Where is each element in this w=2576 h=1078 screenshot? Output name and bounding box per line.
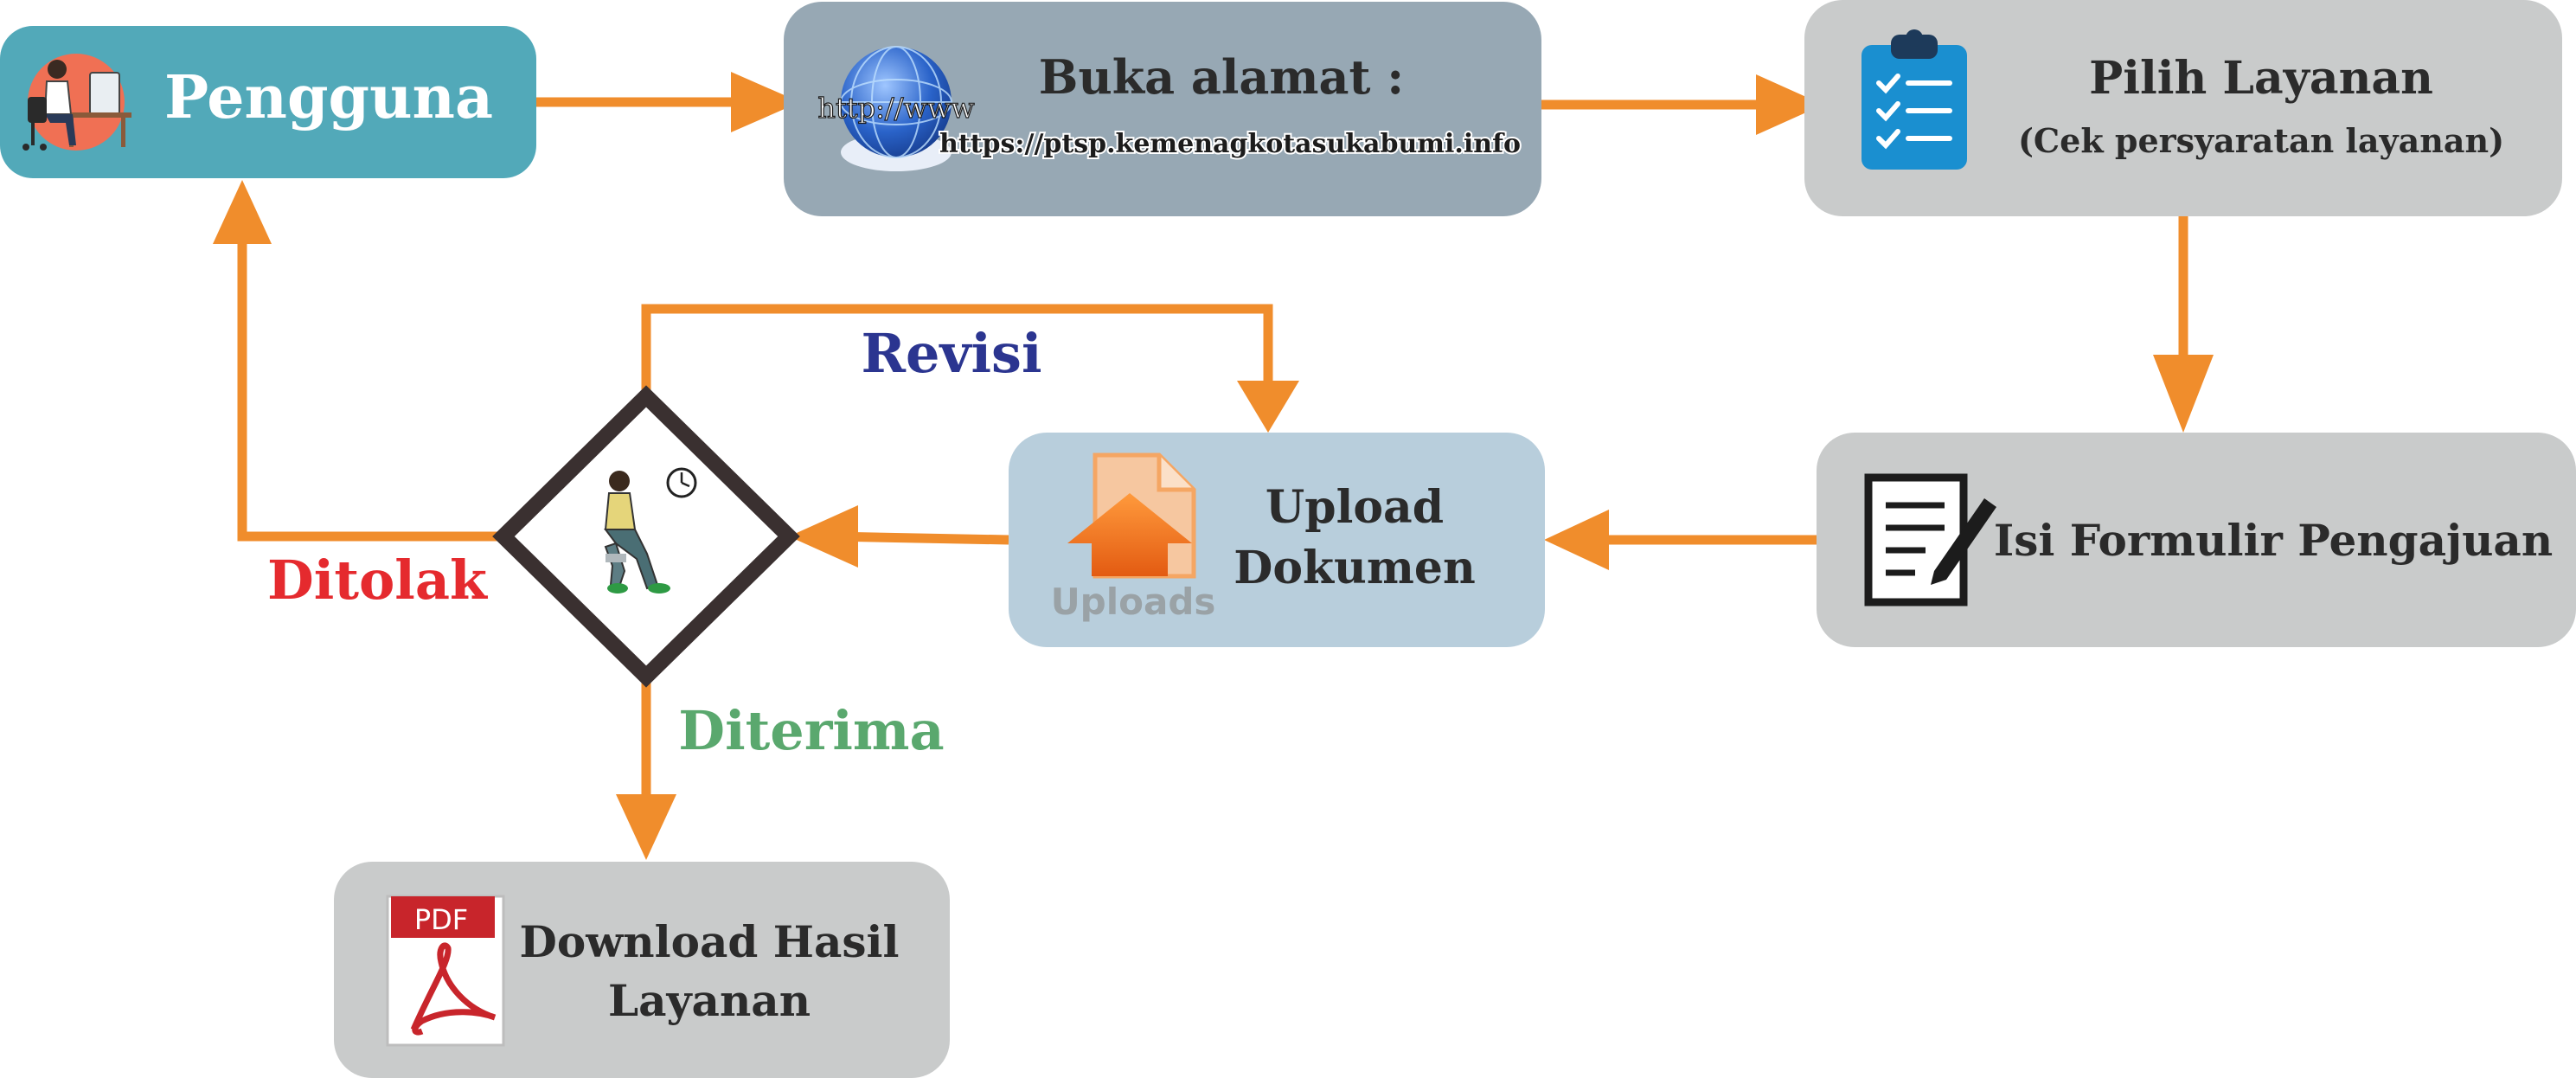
globe-www-icon: http://www [817, 46, 975, 171]
arrowhead-to-decision [789, 505, 858, 568]
clipboard-checklist-icon [1862, 29, 1967, 170]
person-at-computer-icon [22, 54, 131, 151]
arrowhead-to-upload [1544, 510, 1609, 570]
decision-diamond [492, 385, 800, 688]
arrowhead-revisi [1237, 381, 1299, 433]
label-diterima: Diterima [678, 699, 944, 762]
node-pilih-layanan [1804, 0, 2562, 216]
arrowhead-ditolak [213, 180, 272, 244]
arrow-revisi-loop [641, 304, 1273, 396]
form-edit-icon [1864, 473, 1996, 606]
node-pilih-layanan-subtitle: (Cek persyaratan layanan) [2018, 121, 2504, 160]
node-upload-line2: Dokumen [1234, 542, 1476, 594]
node-pengguna [0, 26, 536, 178]
connectors [237, 97, 2188, 805]
arrowhead-diterima [616, 794, 676, 860]
waiting-person-icon [604, 471, 670, 594]
arrowhead-to-pilih [1756, 74, 1823, 135]
node-buka-alamat-title: Buka alamat : [1039, 49, 1404, 105]
node-pengguna-label: Pengguna [164, 63, 493, 132]
clock-icon [666, 467, 697, 498]
node-download-line1: Download Hasil [520, 916, 900, 967]
arrowhead-to-buka [731, 72, 800, 132]
upload-file-icon: Uploads [1051, 452, 1216, 623]
node-upload-line1: Upload [1266, 481, 1444, 534]
node-isi-formulir [1817, 433, 2576, 647]
node-buka-alamat-url: https://ptsp.kemenagkotasukabumi.info [939, 129, 1521, 159]
node-isi-formulir-label: Isi Formulir Pengajuan [1994, 515, 2553, 566]
arrowheads [213, 72, 2214, 860]
node-pilih-layanan-title: Pilih Layanan [2089, 52, 2433, 105]
node-buka-alamat [784, 2, 1541, 216]
arrowhead-to-isi [2153, 355, 2214, 433]
node-download-line2: Layanan [608, 975, 811, 1026]
pdf-badge-text: PDF [414, 903, 468, 936]
label-revisi: Revisi [861, 322, 1041, 385]
arrow-ditolak-loop [237, 235, 509, 542]
arrow-upload-to-decision [830, 531, 1009, 545]
globe-www-text: http://www [817, 92, 974, 125]
upload-icon-caption: Uploads [1051, 581, 1216, 623]
pdf-document-icon: PDF [386, 895, 505, 1047]
label-ditolak: Ditolak [267, 549, 489, 612]
